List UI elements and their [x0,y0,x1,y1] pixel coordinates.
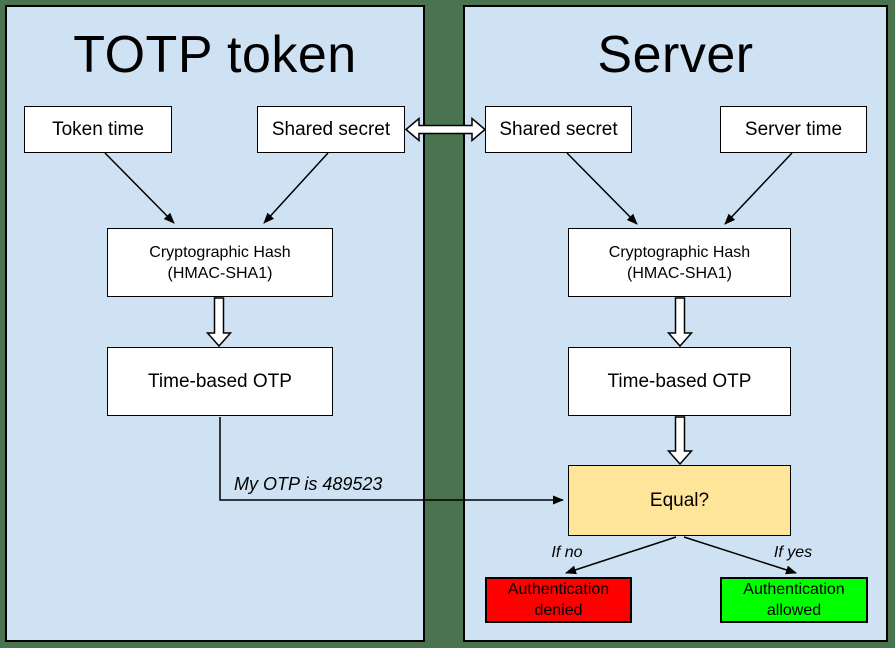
shared-secret-right-label: Shared secret [499,119,618,140]
allowed-line2: allowed [766,602,822,619]
denied-line2: denied [534,602,583,619]
otp-left-label: Time-based OTP [148,371,292,392]
totp-token-panel-title: TOTP token [73,26,357,84]
denied-line1: Authentication [507,581,610,598]
authentication-allowed-box: Authentication allowed [720,577,868,623]
authentication-denied-box: Authentication denied [485,577,632,623]
cryptographic-hash-right-box: Cryptographic Hash (HMAC-SHA1) [568,228,791,297]
time-based-otp-right-box: Time-based OTP [568,347,791,416]
token-time-label: Token time [52,119,144,140]
otp-right-label: Time-based OTP [607,371,752,392]
server-time-label: Server time [744,119,843,140]
totp-token-panel [5,5,425,642]
allowed-line1: Authentication [743,581,845,598]
cryptographic-hash-left-box: Cryptographic Hash (HMAC-SHA1) [107,228,333,297]
hash-right-line1: Cryptographic Hash [608,243,751,261]
token-time-box: Token time [24,106,172,153]
server-time-box: Server time [720,106,867,153]
hash-left-line2: (HMAC-SHA1) [167,264,273,282]
otp-message-label: My OTP is 489523 [234,474,383,494]
hash-right-line2: (HMAC-SHA1) [627,264,732,282]
if-no-label: If no [551,544,583,561]
equal-decision-box: Equal? [568,465,791,536]
server-panel-title: Server [597,26,754,84]
hash-left-line1: Cryptographic Hash [149,243,291,261]
if-yes-label: If yes [773,544,813,561]
equal-label: Equal? [649,490,710,511]
shared-secret-left-box: Shared secret [257,106,405,153]
shared-secret-right-box: Shared secret [485,106,632,153]
time-based-otp-left-box: Time-based OTP [107,347,333,416]
shared-secret-left-label: Shared secret [271,119,391,140]
